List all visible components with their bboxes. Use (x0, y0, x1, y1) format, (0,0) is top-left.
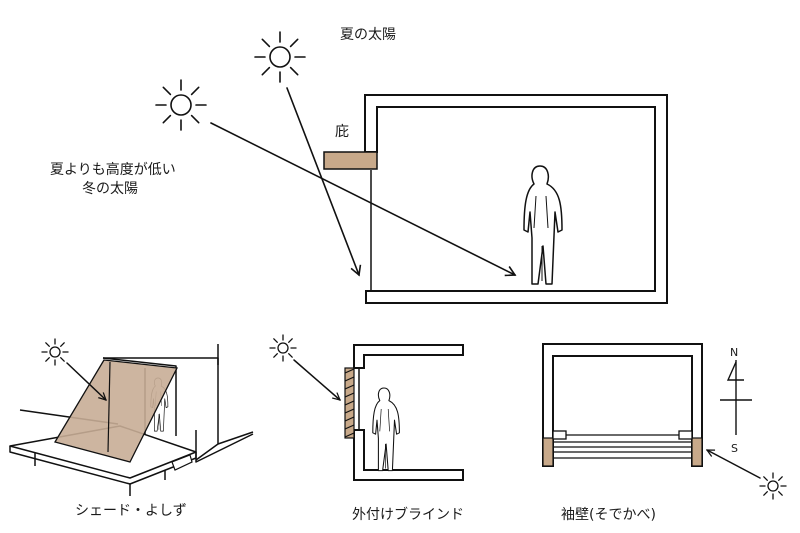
main-section-diagram: 夏の太陽 夏よりも高度が低い 冬の太陽 庇 (50, 27, 668, 304)
shade-label: シェード・よしず (75, 503, 187, 519)
shade-sun-ray-arrow (66, 362, 106, 400)
shade-panel (54, 359, 178, 463)
summer-sun-label: 夏の太陽 (340, 27, 396, 43)
compass-north-label: N (730, 346, 738, 359)
summer-sun-ray-arrow (286, 87, 362, 277)
compass-icon (720, 360, 752, 435)
external-blind (344, 367, 355, 439)
wing-wall-diagram: N S 袖壁(そでかべ) (542, 343, 787, 523)
wing-wall-left (542, 437, 554, 467)
person-icon (523, 165, 563, 285)
external-blind-diagram: 外付けブラインド (269, 334, 464, 523)
person-icon-small (372, 387, 400, 472)
blind-sun-ray-arrow (293, 359, 340, 400)
blind-building-wall (353, 344, 464, 369)
summer-sun-icon (254, 31, 306, 83)
winter-sun-label-line1: 夏よりも高度が低い (50, 161, 176, 178)
winter-sun-ray-arrow (210, 122, 517, 277)
small-sun-icon-1 (41, 338, 69, 366)
wing-wall-label: 袖壁(そでかべ) (561, 507, 656, 523)
wing-sun-ray-arrow (707, 449, 761, 479)
eave (323, 151, 378, 170)
eave-label: 庇 (335, 124, 349, 140)
small-sun-icon-3 (759, 472, 787, 500)
winter-sun-icon (155, 79, 207, 131)
wing-wall-building (542, 343, 703, 467)
building-wall (364, 94, 668, 304)
blind-label: 外付けブラインド (352, 506, 464, 523)
winter-sun-label-line2: 冬の太陽 (82, 181, 138, 197)
small-sun-icon-2 (269, 334, 297, 362)
wing-wall-right (691, 437, 703, 467)
compass-south-label: S (731, 442, 738, 455)
building-section: 庇 (323, 94, 668, 304)
shade-yoshizu-diagram: シェード・よしず (9, 338, 254, 519)
